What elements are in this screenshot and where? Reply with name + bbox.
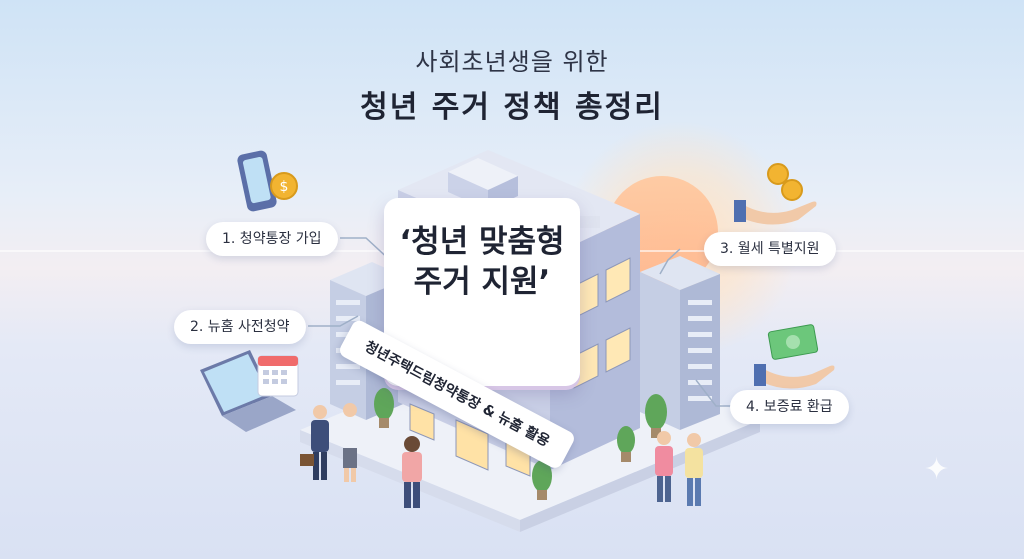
callout-3: 3. 월세 특별지원 (704, 232, 836, 266)
person-woman-tablet (341, 403, 359, 482)
person-man-yellow (685, 433, 703, 506)
callout-1: 1. 청약통장 가입 (206, 222, 338, 256)
person-woman-back (402, 436, 422, 508)
person-woman-pink (655, 431, 673, 502)
title-subtitle: 사회초년생을 위한 (415, 48, 609, 76)
hand-cash-icon (754, 324, 835, 389)
building-sign-text: ‘청년 맞춤형 주거 지원’ (399, 224, 565, 300)
sparkle-icon: ✦ (924, 452, 950, 487)
ground-edge-right (520, 420, 760, 532)
callout-2: 2. 뉴홈 사전청약 (174, 310, 306, 344)
person-man-suit (300, 405, 329, 480)
callout-4: 4. 보증료 환급 (730, 390, 849, 424)
hand-coins-icon (734, 163, 817, 225)
right-building (640, 256, 720, 430)
trees (374, 388, 667, 500)
people (300, 403, 703, 508)
smartphone-coin-icon: $ (237, 150, 298, 212)
svg-text:$: $ (280, 179, 289, 195)
building-sign: ‘청년 맞춤형 주거 지원’ (384, 198, 580, 386)
title-main: 청년 주거 정책 총정리 (360, 90, 664, 125)
laptop-calendar-icon (200, 350, 299, 432)
